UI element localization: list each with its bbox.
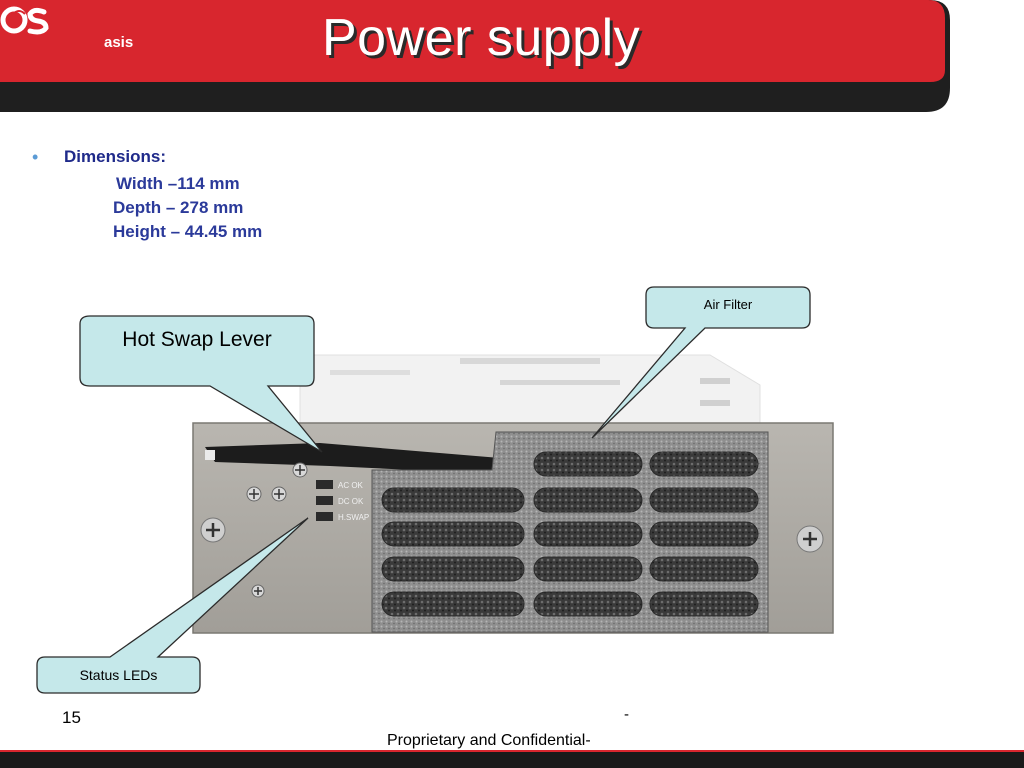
bullet-icon: •: [32, 147, 39, 167]
header-background: [0, 0, 950, 112]
callout-hot-swap-lever-label: Hot Swap Lever: [122, 328, 272, 351]
dimension-width: Width –114 mm: [116, 174, 240, 193]
slide-header: asis Power supply: [0, 0, 1024, 115]
led-label-ac-ok: AC OK: [338, 481, 364, 490]
callout-status-leds: [36, 517, 309, 694]
footer-dash: -: [624, 706, 629, 723]
footer-bar: [0, 752, 1024, 768]
callout-hot-swap-lever: [79, 315, 323, 453]
footer-accent-line: [0, 750, 1024, 753]
dimensions-label: Dimensions:: [64, 147, 167, 166]
slide-title: Power supply: [322, 9, 641, 67]
led-label-h-swap: H.SWAP: [338, 513, 369, 522]
screw-icon: [200, 517, 226, 543]
callout-status-leds-label: Status LEDs: [79, 667, 158, 683]
asis-logo-icon: [0, 6, 49, 35]
led-label-dc-ok: DC OK: [338, 497, 364, 506]
footer-confidential: Proprietary and Confidential-: [387, 732, 591, 749]
callout-air-filter-label: Air Filter: [703, 297, 753, 312]
dimension-depth: Depth – 278 mm: [113, 198, 244, 217]
dimension-height: Height – 44.45 mm: [113, 222, 263, 241]
logo-text: asis: [104, 34, 134, 51]
page-number: 15: [62, 708, 81, 727]
callout-air-filter: [591, 286, 811, 439]
